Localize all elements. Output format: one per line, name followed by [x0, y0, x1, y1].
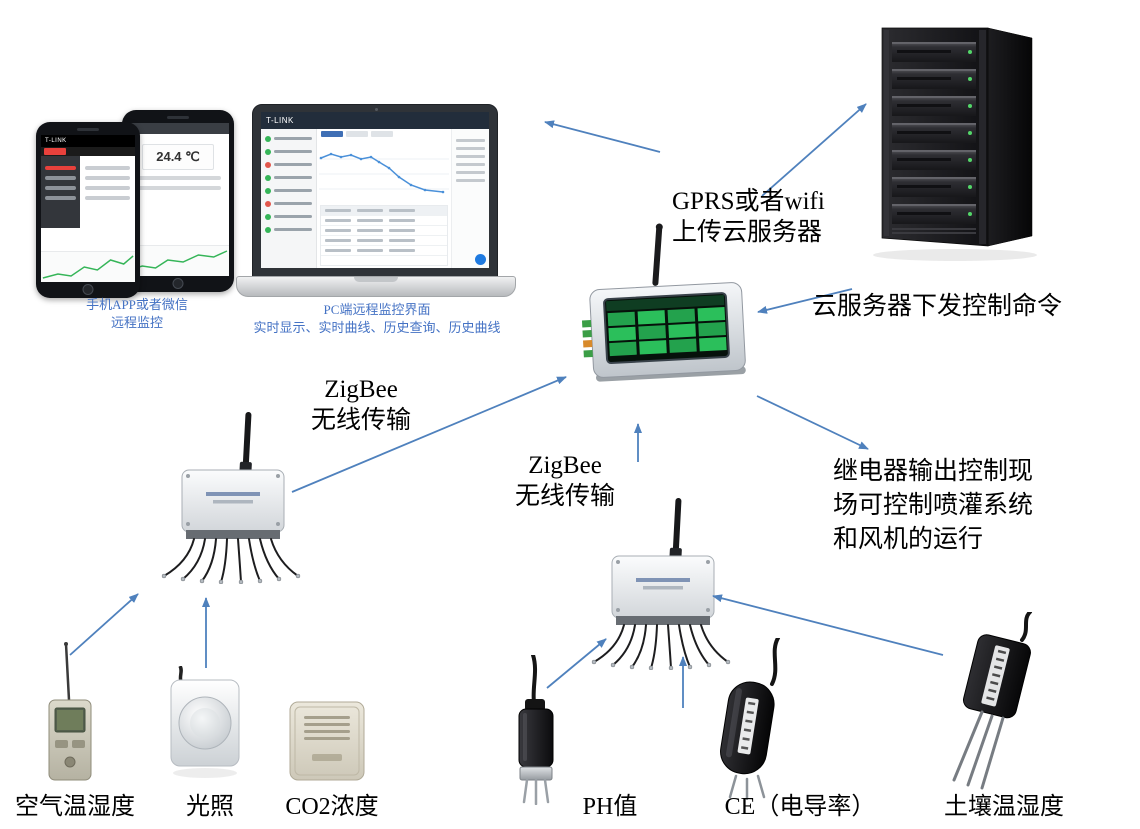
relay-output-label: 继电器输出控制现 场可控制喷灌系统 和风机的运行 — [833, 458, 1034, 553]
phone-mini-chart — [127, 245, 229, 276]
gateway-screen-cells — [607, 307, 727, 357]
phone-speaker — [167, 116, 189, 119]
label-soil-temp-humidity: 土壤温湿度 — [944, 794, 1064, 820]
trend-chart — [319, 152, 449, 194]
phone-app-brand: T-LINK — [41, 135, 135, 147]
soil-temp-humidity-sensor — [952, 612, 1032, 790]
laptop-display: T-LINK — [261, 112, 489, 268]
antenna — [669, 498, 682, 561]
label-co2: CO2浓度 — [285, 794, 379, 820]
chat-bubble-icon — [475, 254, 486, 265]
ph-sensor — [518, 655, 554, 805]
info-panel — [451, 129, 489, 268]
cable — [770, 638, 780, 686]
cable — [1020, 612, 1032, 642]
antenna — [64, 642, 71, 702]
antenna — [239, 412, 252, 475]
label-air-temp-humidity: 空气温湿度 — [15, 794, 135, 820]
app-tab-highlight — [44, 148, 66, 155]
zigbee-node-1 — [161, 412, 301, 584]
phone-mini-chart — [41, 251, 135, 282]
data-table — [320, 205, 448, 266]
gprs-upload-label: GPRS或者wifi 上传云服务器 — [672, 188, 825, 246]
zigbee-label-2: ZigBee 无线传输 — [514, 452, 615, 510]
arrow-gateway-to-relay — [756, 395, 869, 450]
terminal-block — [581, 320, 593, 358]
label-ec: CE（电导率） — [724, 794, 876, 820]
air-temp-humidity-sensor — [48, 642, 92, 781]
smartphone-left: T-LINK — [36, 122, 140, 298]
pc-caption: PC端远程监控界面 实时显示、实时曲线、历史查询、历史曲线 — [253, 302, 501, 335]
laptop: T-LINK — [252, 104, 498, 278]
smartphone-right: 24.4 ℃ — [122, 110, 234, 292]
co2-sensor — [289, 701, 365, 781]
arrow-gateway-to-server — [761, 103, 867, 197]
phone-caption: 手机APP或者微信 远程监控 — [86, 297, 188, 330]
probe-prongs — [728, 774, 766, 800]
cloud-command-label: 云服务器下发控制命令 — [812, 293, 1063, 320]
antenna — [652, 223, 663, 286]
chart-panel — [317, 129, 451, 268]
temperature-reading: 24.4 ℃ — [142, 144, 214, 170]
webcam-icon — [375, 108, 378, 111]
cable — [531, 655, 537, 705]
phone-right-screen: 24.4 ℃ — [127, 123, 229, 276]
label-light: 光照 — [186, 794, 234, 820]
probe-prongs — [522, 778, 550, 805]
label-ph: PH值 — [582, 794, 638, 820]
zigbee-label-1: ZigBee 无线传输 — [310, 376, 411, 434]
laptop-base — [236, 276, 516, 297]
home-button-icon — [172, 278, 184, 289]
ec-sensor — [720, 638, 780, 800]
probe-prongs — [952, 710, 1005, 790]
home-button-icon — [82, 284, 94, 295]
zigbee-node-2 — [591, 498, 731, 670]
phone-speaker — [77, 128, 99, 131]
sensor-cables — [163, 538, 299, 583]
gateway-device — [581, 223, 746, 382]
drive-bays — [892, 42, 976, 224]
light-sensor — [170, 666, 240, 778]
arrow-gateway-to-laptop — [544, 120, 661, 153]
pc-app-brand: T-LINK — [266, 116, 294, 125]
phone-left-screen: T-LINK — [41, 135, 135, 282]
device-list-panel — [261, 129, 317, 268]
cloud-server — [873, 27, 1037, 261]
